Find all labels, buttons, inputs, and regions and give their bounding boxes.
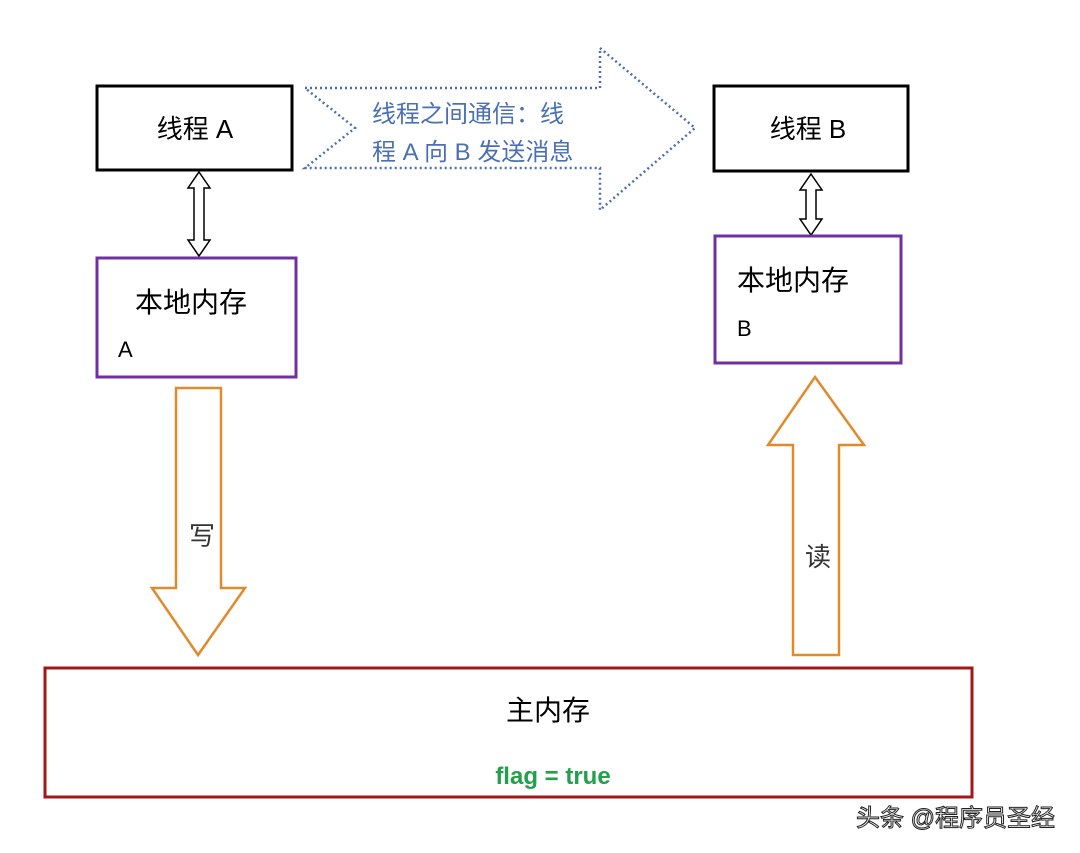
flag-value: flag = true <box>495 763 610 790</box>
local-memory-a-box: 本地内存 A <box>95 256 298 379</box>
local-memory-b-box: 本地内存 B <box>713 234 903 365</box>
watermark: 头条 @程序员圣经 <box>856 805 1055 832</box>
local-memory-a-suffix: A <box>118 337 133 362</box>
thread-a-label: 线程 A <box>157 114 234 144</box>
main-memory-box: 主内存 flag = true <box>43 666 974 799</box>
double-arrow-b <box>798 172 824 237</box>
double-arrow-a <box>186 170 212 258</box>
read-label: 读 <box>805 542 831 572</box>
thread-b-box: 线程 B <box>712 84 910 173</box>
message-arrow: 线程之间通信：线 程 A 向 B 发送消息 <box>301 45 697 213</box>
thread-b-label: 线程 B <box>770 114 847 144</box>
write-arrow: 写 <box>149 386 248 658</box>
local-memory-b-suffix: B <box>737 316 752 341</box>
message-line-1: 线程之间通信：线 <box>372 101 564 128</box>
main-memory-label: 主内存 <box>506 695 590 726</box>
thread-a-box: 线程 A <box>95 84 294 172</box>
local-memory-b-label: 本地内存 <box>737 265 849 296</box>
read-arrow: 读 <box>765 374 867 657</box>
write-label: 写 <box>189 521 215 551</box>
message-line-2: 程 A 向 B 发送消息 <box>372 139 573 166</box>
local-memory-a-label: 本地内存 <box>135 287 247 318</box>
